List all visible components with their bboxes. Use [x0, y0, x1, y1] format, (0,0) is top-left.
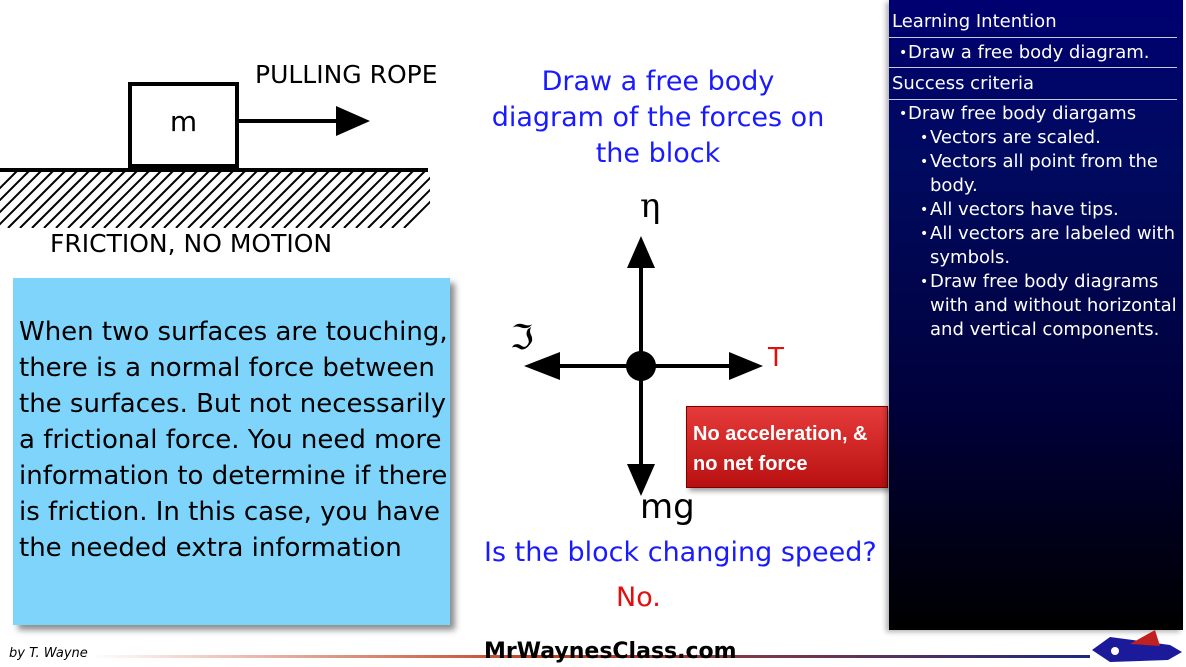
learning-panel: Learning Intention • Draw a free body di…: [889, 0, 1183, 630]
criteria-item-continued: with and without horizontal: [930, 295, 1177, 316]
body-point: [626, 351, 656, 381]
rope-label: PULLING ROPE: [255, 60, 438, 89]
jet-logo-icon: [1092, 630, 1182, 662]
divider: [889, 99, 1177, 100]
learning-item: Draw a free body diagram.: [908, 42, 1150, 63]
answer-text: No.: [616, 582, 661, 613]
surface-label: FRICTION, NO MOTION: [50, 229, 333, 258]
criteria-item: Draw free body diagrams: [930, 271, 1159, 292]
badge-line-2: no net force: [693, 453, 808, 475]
weight-force-symbol: mg: [640, 487, 695, 527]
friction-force-symbol: ℑ: [510, 318, 534, 358]
bullet-icon: •: [920, 202, 929, 218]
badge-line-1: No acceleration, &: [693, 423, 868, 445]
criteria-item: Vectors are scaled.: [930, 127, 1101, 148]
criteria-item-continued: symbols.: [930, 247, 1011, 268]
author-credit: by T. Wayne: [9, 646, 88, 661]
block-mass-label: m: [169, 105, 198, 138]
success-main-item: Draw free body diargams: [908, 103, 1137, 124]
bullet-icon: •: [920, 226, 929, 242]
learning-intention-heading: Learning Intention: [892, 11, 1057, 32]
normal-force-symbol: η: [640, 186, 661, 226]
bullet-icon: •: [899, 106, 908, 122]
tension-force-symbol: T: [768, 343, 784, 373]
rope-arrowhead: [336, 106, 370, 136]
bullet-icon: •: [920, 274, 929, 290]
criteria-item: All vectors are labeled with: [930, 223, 1176, 244]
criteria-item: Vectors all point from the: [930, 151, 1158, 172]
criteria-item-continued: and vertical components.: [930, 319, 1160, 340]
bullet-icon: •: [920, 130, 929, 146]
block-scene: [0, 82, 430, 228]
ground-hatching: [0, 171, 430, 228]
site-link[interactable]: MrWaynesClass.com: [484, 639, 737, 664]
bullet-icon: •: [899, 45, 908, 61]
success-criteria-heading: Success criteria: [892, 73, 1035, 94]
bullet-icon: •: [920, 154, 929, 170]
normal-arrowhead: [627, 236, 655, 268]
tension-arrowhead: [729, 352, 763, 380]
criteria-item: All vectors have tips.: [930, 199, 1119, 220]
info-text: When two surfaces are touching, there is…: [19, 317, 448, 563]
no-acceleration-badge: No acceleration, & no net force: [686, 406, 888, 488]
criteria-item-continued: body.: [930, 175, 978, 196]
info-box: When two surfaces are touching, there is…: [13, 278, 450, 625]
prompt-text: Draw a free body diagram of the forces o…: [491, 66, 825, 169]
divider: [889, 37, 1177, 38]
divider: [889, 67, 1177, 68]
question-text: Is the block changing speed?: [484, 537, 877, 568]
block: [128, 82, 239, 168]
